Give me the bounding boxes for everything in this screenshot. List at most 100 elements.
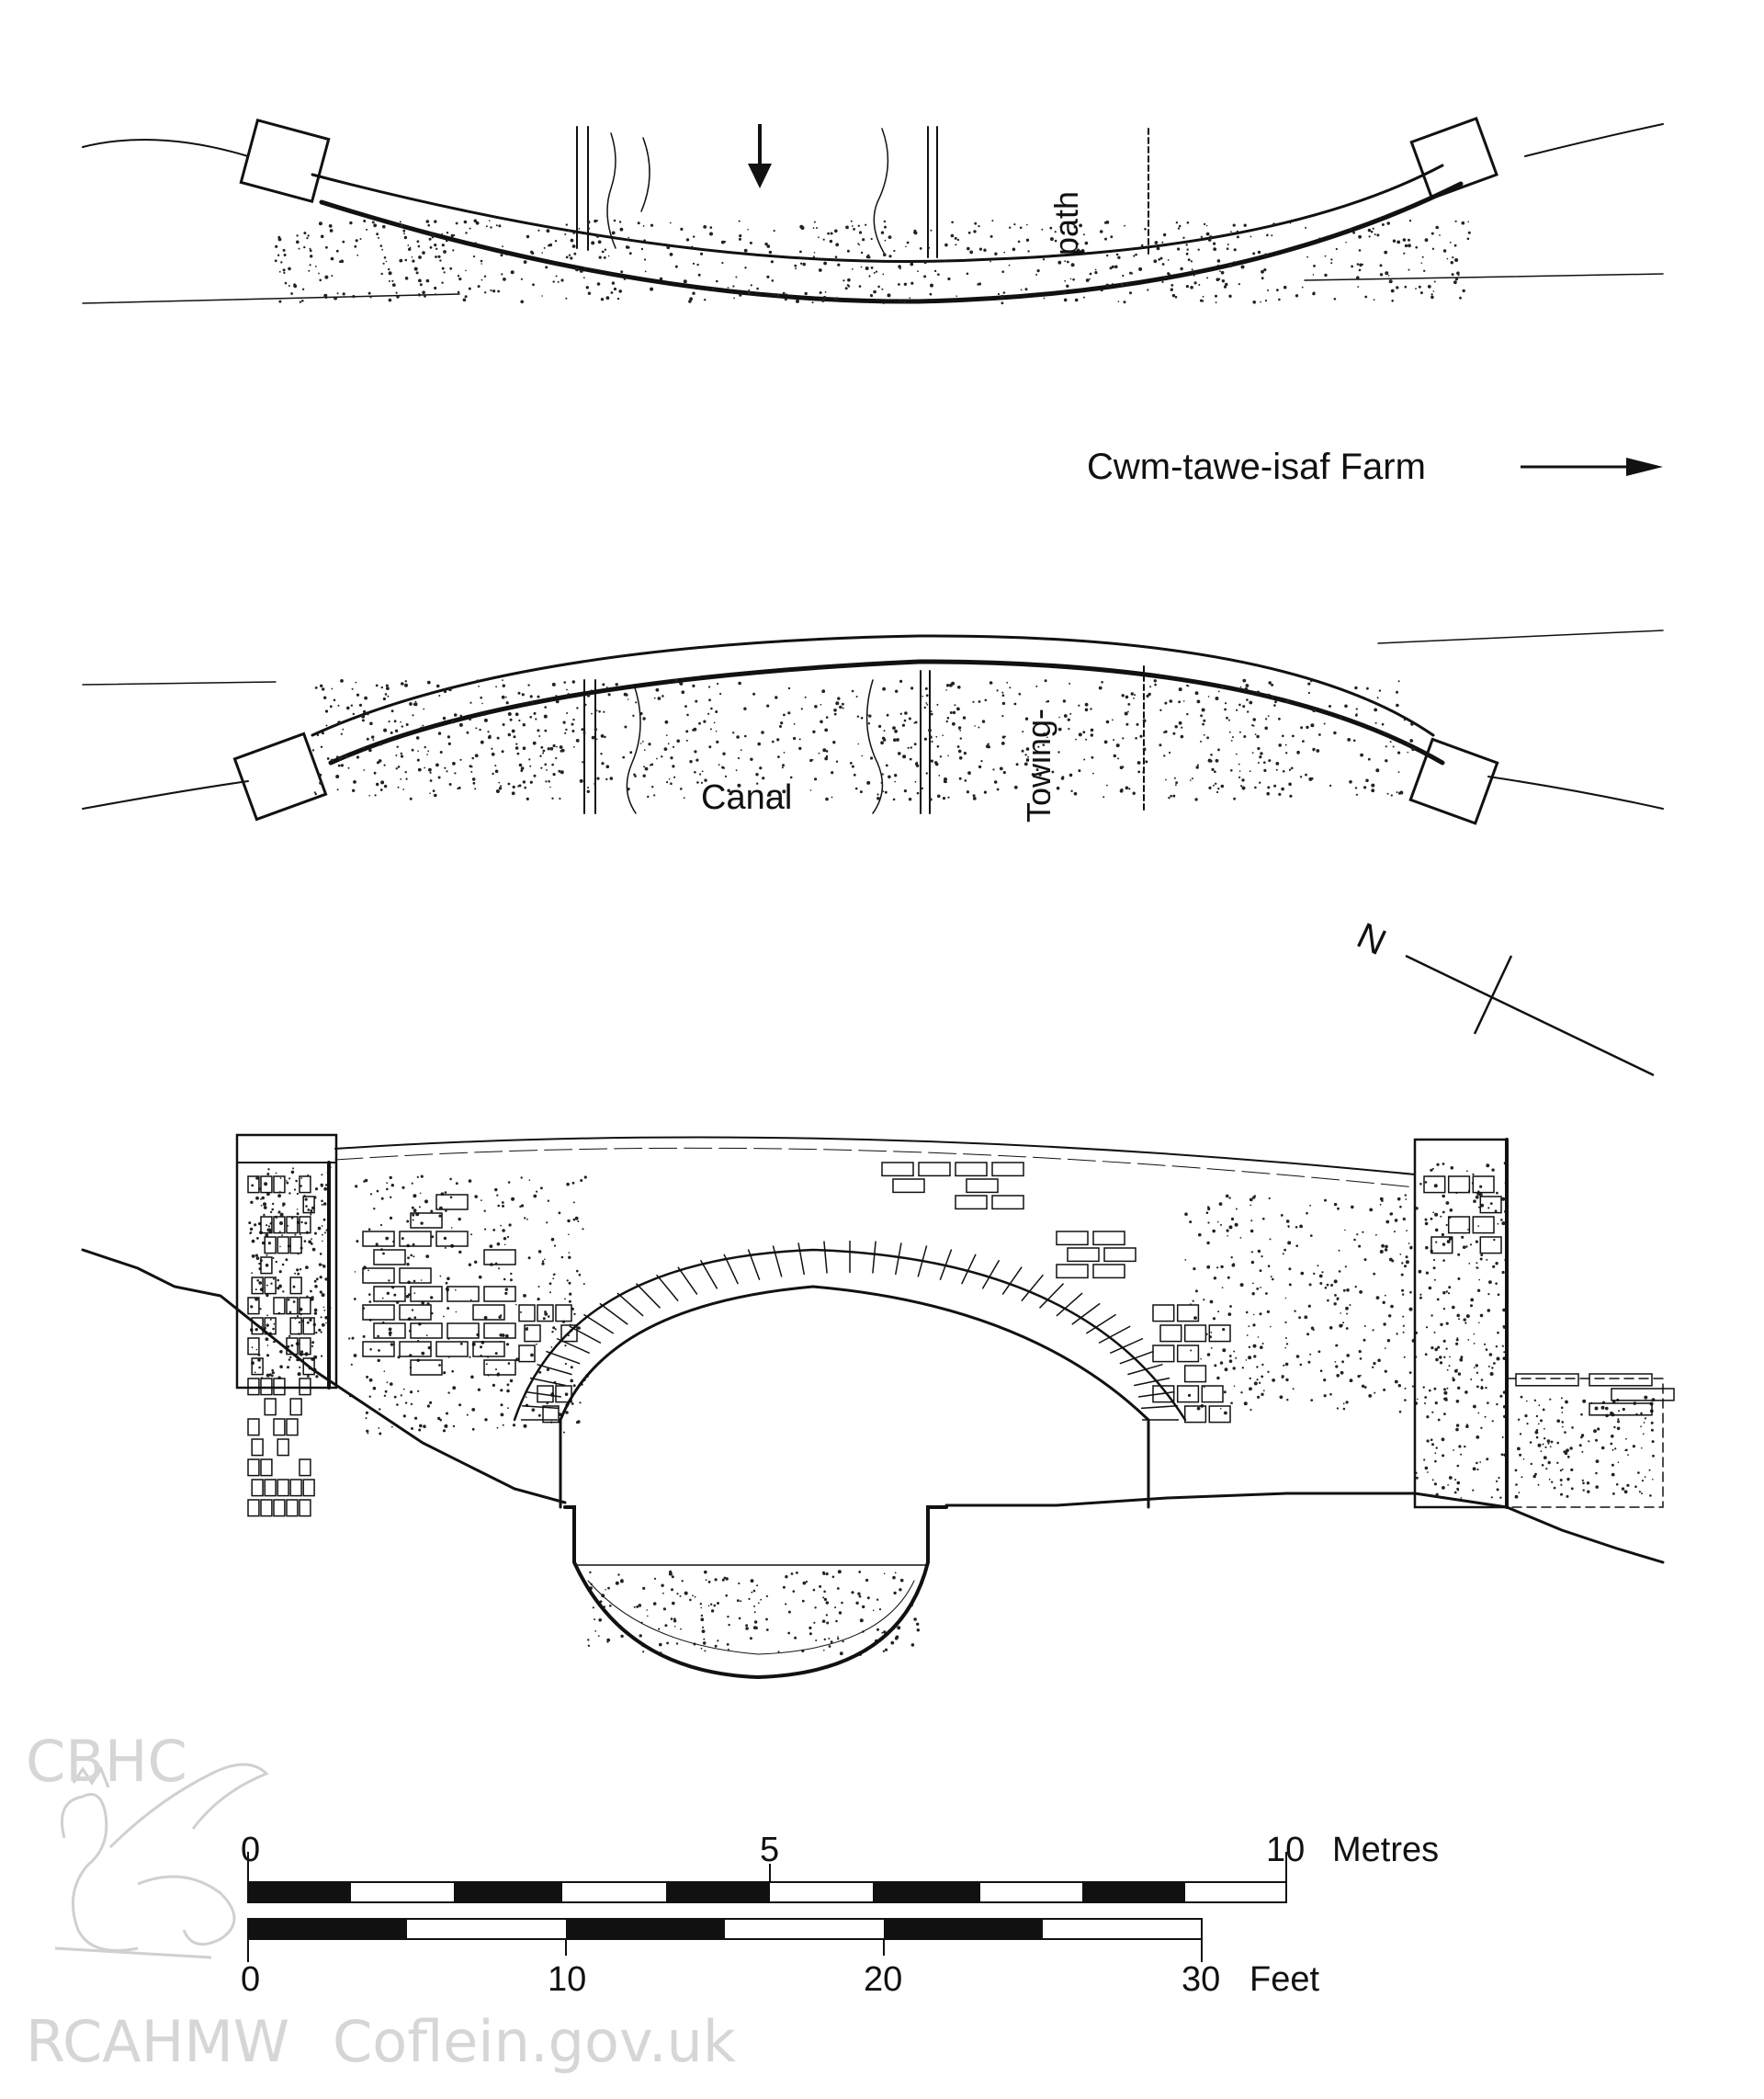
stipple-dot: [1519, 1433, 1522, 1435]
stipple-dot: [1521, 1476, 1523, 1479]
stipple-dot: [672, 745, 675, 748]
stipple-dot: [1140, 246, 1143, 248]
stipple-dot: [972, 797, 977, 800]
stipple-dot: [1650, 1428, 1654, 1432]
stipple-dot: [977, 283, 979, 286]
stipple-dot: [793, 723, 796, 725]
stipple-dot: [474, 242, 477, 245]
stipple-dot: [1385, 1220, 1390, 1224]
stipple-dot: [418, 1206, 421, 1208]
stipple-dot: [1182, 700, 1185, 702]
stipple-dot: [958, 728, 961, 730]
stipple-dot: [1501, 1221, 1506, 1226]
stipple-dot: [884, 1648, 888, 1651]
stipple-dot: [973, 230, 977, 233]
stipple-dot: [1454, 220, 1457, 222]
stipple-dot: [777, 1651, 780, 1653]
stipple-dot: [1238, 763, 1240, 766]
stipple-dot: [447, 1307, 450, 1310]
stipple-dot: [402, 1414, 406, 1418]
stipple-dot: [1324, 1287, 1328, 1289]
stipple-dot: [1136, 761, 1141, 765]
stipple-dot: [572, 1201, 575, 1204]
stipple-dot: [566, 688, 568, 691]
stipple-dot: [978, 247, 982, 251]
stipple-dot: [699, 1603, 702, 1605]
stipple-dot: [884, 790, 888, 794]
stipple-dot: [1561, 1425, 1564, 1428]
stipple-dot: [1405, 1198, 1408, 1200]
stipple-dot: [1497, 1222, 1499, 1225]
stipple-dot: [1495, 1262, 1498, 1265]
stipple-dot: [455, 1288, 457, 1291]
stipple-dot: [1008, 264, 1011, 267]
stone-block: [955, 1195, 988, 1210]
stone-block: [1479, 1196, 1502, 1214]
stipple-dot: [830, 1640, 833, 1643]
stipple-dot: [1139, 734, 1143, 738]
stipple-dot: [1486, 1458, 1489, 1461]
stipple-dot: [276, 1217, 277, 1220]
stipple-dot: [530, 1353, 534, 1357]
stipple-dot: [353, 1298, 356, 1300]
stipple-dot: [1292, 1388, 1295, 1390]
stipple-dot: [646, 1609, 648, 1611]
stipple-dot: [1060, 777, 1065, 780]
stipple-dot: [1403, 1356, 1406, 1358]
stipple-dot: [1553, 1486, 1556, 1490]
stipple-dot: [1092, 772, 1094, 775]
stipple-dot: [1196, 699, 1201, 704]
stipple-dot: [350, 1363, 353, 1366]
stipple-dot: [549, 786, 551, 789]
stipple-dot: [1479, 1185, 1483, 1188]
stipple-dot: [1205, 224, 1208, 227]
stipple-dot: [1240, 265, 1245, 269]
stipple-dot: [280, 261, 283, 264]
stipple-dot: [411, 748, 414, 752]
stipple-dot: [423, 708, 425, 710]
stipple-dot: [1075, 738, 1077, 741]
stipple-dot: [772, 293, 775, 296]
stipple-dot: [1560, 1397, 1563, 1400]
stipple-dot: [715, 730, 718, 732]
stipple-dot: [1496, 1480, 1498, 1482]
stipple-dot: [670, 782, 673, 785]
stipple-dot: [949, 711, 953, 714]
stipple-dot: [397, 766, 401, 768]
stipple-dot: [490, 226, 492, 229]
stipple-dot: [1449, 1217, 1452, 1220]
stipple-dot: [582, 1228, 584, 1231]
stipple-dot: [1459, 1357, 1464, 1362]
stone-block: [264, 1479, 277, 1497]
stipple-dot: [552, 1326, 556, 1330]
stipple-dot: [437, 1416, 441, 1421]
stipple-dot: [1472, 1467, 1476, 1471]
stipple-dot: [1443, 1388, 1446, 1391]
stipple-dot: [802, 1581, 807, 1585]
stipple-dot: [1347, 738, 1351, 742]
stipple-dot: [777, 755, 780, 758]
stipple-dot: [1372, 227, 1374, 230]
stipple-dot: [765, 1617, 768, 1621]
stipple-dot: [504, 1288, 508, 1291]
stipple-dot: [727, 1616, 729, 1618]
stipple-dot: [1240, 1391, 1243, 1394]
stipple-dot: [813, 221, 816, 223]
stipple-dot: [417, 767, 422, 772]
stipple-dot: [251, 1239, 255, 1243]
stipple-dot: [1408, 1242, 1410, 1244]
stipple-dot: [413, 1279, 416, 1283]
stipple-dot: [319, 1276, 322, 1279]
stipple-dot: [931, 740, 933, 743]
stipple-dot: [670, 756, 673, 760]
stone-block: [555, 1385, 572, 1403]
stipple-dot: [1105, 283, 1109, 288]
stipple-dot: [824, 756, 829, 761]
stipple-dot: [640, 247, 644, 251]
stipple-dot: [969, 250, 974, 255]
stipple-dot: [1244, 687, 1249, 691]
stipple-dot: [422, 290, 425, 295]
stipple-dot: [491, 752, 495, 756]
stipple-dot: [1215, 294, 1217, 298]
stipple-dot: [1425, 1271, 1429, 1275]
